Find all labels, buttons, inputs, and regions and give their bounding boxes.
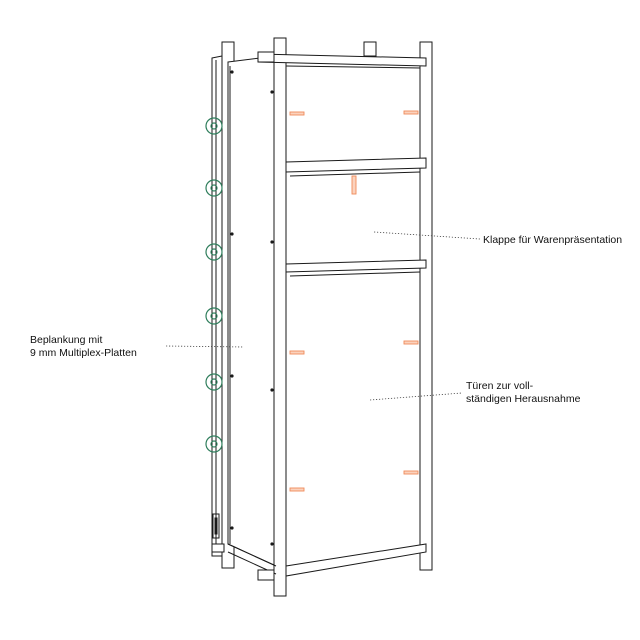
leader-lines xyxy=(165,231,481,401)
hinge-icon xyxy=(289,487,305,492)
front-right-post xyxy=(419,41,433,571)
castor-wheel-icon xyxy=(205,179,223,197)
hinge-icon xyxy=(403,110,419,115)
annotation-tueren-line1: Türen zur voll- xyxy=(466,380,534,392)
hinge-icon xyxy=(289,111,305,116)
leader-tueren xyxy=(369,392,463,401)
hinge-icon xyxy=(403,340,419,345)
annotation-tueren: Türen zur voll- ständigen Herausnahme xyxy=(466,380,580,406)
hinges xyxy=(289,110,419,492)
annotation-klappe: Klappe für Warenpräsentation xyxy=(483,234,622,247)
rail-1 xyxy=(285,157,427,177)
castor-wheel-icon xyxy=(205,243,223,261)
annotation-beplankung: Beplankung mit 9 mm Multiplex-Platten xyxy=(30,334,137,360)
castor-wheel-icon xyxy=(205,307,223,325)
castor-wheel-icon xyxy=(205,373,223,391)
annotation-beplankung-line2: 9 mm Multiplex-Platten xyxy=(30,347,137,359)
hinge-icon xyxy=(289,350,305,355)
annotation-tueren-line2: ständigen Herausnahme xyxy=(466,393,581,405)
panel-bolts xyxy=(230,70,274,546)
handle-icon xyxy=(351,175,357,195)
side-planking-panel xyxy=(211,55,277,567)
front-panel-outline xyxy=(285,68,421,566)
front-left-post xyxy=(273,37,287,597)
annotation-beplankung-line1: Beplankung mit xyxy=(30,334,103,346)
back-right-post-stub xyxy=(363,41,377,57)
top-rail xyxy=(257,51,427,69)
castor-wheel-icon xyxy=(205,117,223,135)
hinge-icon xyxy=(403,470,419,475)
castor-wheel-icon xyxy=(205,435,223,453)
bottom-rail xyxy=(211,543,427,581)
rail-2 xyxy=(285,259,427,277)
latch-icon xyxy=(212,513,220,539)
leader-beplankung xyxy=(165,345,245,348)
annotation-klappe-text: Klappe für Warenpräsentation xyxy=(483,234,623,246)
castor-wheels xyxy=(205,117,223,453)
